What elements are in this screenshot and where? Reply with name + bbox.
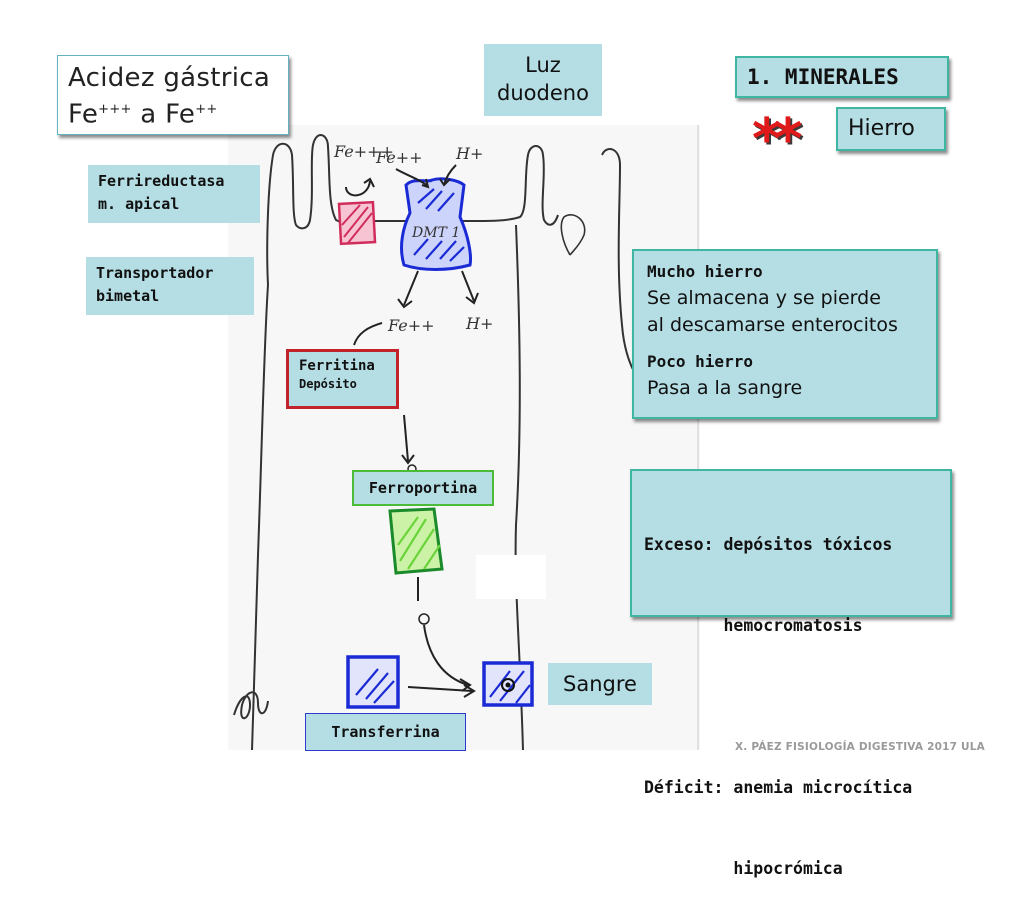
ferroportina-label: Ferroportina: [352, 470, 494, 506]
h-inside-label: H+: [465, 314, 493, 333]
deficit-line1: Déficit: anemia microcítica: [644, 778, 913, 797]
ferritina-line2: Depósito: [299, 377, 357, 391]
title-line2: Fe+++ a Fe++: [68, 94, 278, 131]
hierro-heading: Hierro: [836, 107, 946, 151]
signature-scribble: [233, 691, 269, 720]
ferrireductasa-line2: m. apical: [98, 195, 180, 213]
poco-hierro-heading: Poco hierro: [647, 352, 753, 371]
microvilli-outline: [266, 134, 559, 286]
transferrina-shape-right: [482, 661, 534, 707]
dmt1-label: DMT 1: [411, 225, 460, 241]
mucho-hierro-text2: al descamarse enterocitos: [647, 314, 898, 336]
transportador-line1: Transportador: [96, 264, 214, 282]
title-fe: Fe: [68, 99, 99, 130]
minerales-heading: 1. MINERALES: [735, 56, 949, 98]
arrow-dmt-to-fe2: [403, 270, 419, 306]
fe3-label: Fe+++: [333, 142, 394, 161]
mucho-hierro-heading: Mucho hierro: [647, 262, 763, 281]
title-fe3-sup: +++: [98, 102, 132, 117]
ferritina-label: Ferritina Depósito: [286, 349, 399, 409]
exceso-line1: Exceso: depósitos tóxicos: [644, 535, 893, 554]
arrow-ferritina-to-ferroportina: [403, 414, 409, 462]
arrow-transferrina: [407, 686, 473, 692]
fe2-label: Fe++: [375, 148, 423, 167]
arrow-fe-to-ferritina: [353, 322, 383, 346]
left-cell-wall: [251, 284, 269, 750]
central-cell-wall: [514, 224, 524, 750]
transferrina-shape-left: [346, 655, 400, 709]
mucho-hierro-box: Mucho hierro Se almacena y se pierde al …: [632, 249, 938, 419]
h-plus-label: H+: [455, 144, 483, 163]
importance-stars-icon: **: [752, 107, 802, 172]
poco-hierro-text: Pasa a la sangre: [647, 377, 803, 399]
arrow-dmt-to-h: [461, 270, 475, 302]
sketch-background: [228, 125, 700, 750]
ferritina-line1: Ferritina: [299, 358, 375, 374]
ferrireductasa-label: Ferrireductasa m. apical: [88, 165, 260, 223]
luz-line1: Luz: [525, 53, 561, 77]
title-box: Acidez gástrica Fe+++ a Fe++: [57, 55, 289, 135]
enterocyte-sketch: DMT 1 Fe+++ Fe++ H+ Fe++ H+: [228, 125, 700, 750]
ferrireductasa-shape: [337, 200, 377, 246]
luz-line2: duodeno: [497, 81, 589, 105]
exceso-line2: hemocromatosis: [644, 616, 863, 635]
transportador-line2: bimetal: [96, 287, 160, 305]
title-a-fe: a Fe: [131, 99, 196, 130]
arrow-fe3-to-fe2: [345, 180, 371, 197]
footer-credit: X. PÁEZ FISIOLOGÍA DIGESTIVA 2017 ULA: [735, 741, 985, 753]
ferroportina-shape: [388, 507, 444, 575]
title-line1: Acidez gástrica: [68, 63, 271, 93]
exceso-line3: [644, 693, 938, 720]
transportador-label: Transportador bimetal: [86, 257, 254, 315]
deficit-line2: hipocrómica: [644, 859, 843, 878]
fe2-inside-label: Fe++: [387, 316, 435, 335]
mucho-hierro-text1: Se almacena y se pierde: [647, 287, 881, 309]
transferrina-label: Transferrina: [305, 713, 466, 751]
dmt1-transporter-shape: DMT 1: [400, 177, 472, 271]
luz-duodeno-label: Luz duodeno: [484, 44, 602, 116]
ferrireductasa-line1: Ferrireductasa: [98, 172, 225, 190]
sangre-label: Sangre: [548, 663, 652, 705]
exceso-deficit-box: Exceso: depósitos tóxicos hemocromatosis…: [630, 469, 952, 878]
title-fe2-sup: ++: [195, 102, 218, 117]
